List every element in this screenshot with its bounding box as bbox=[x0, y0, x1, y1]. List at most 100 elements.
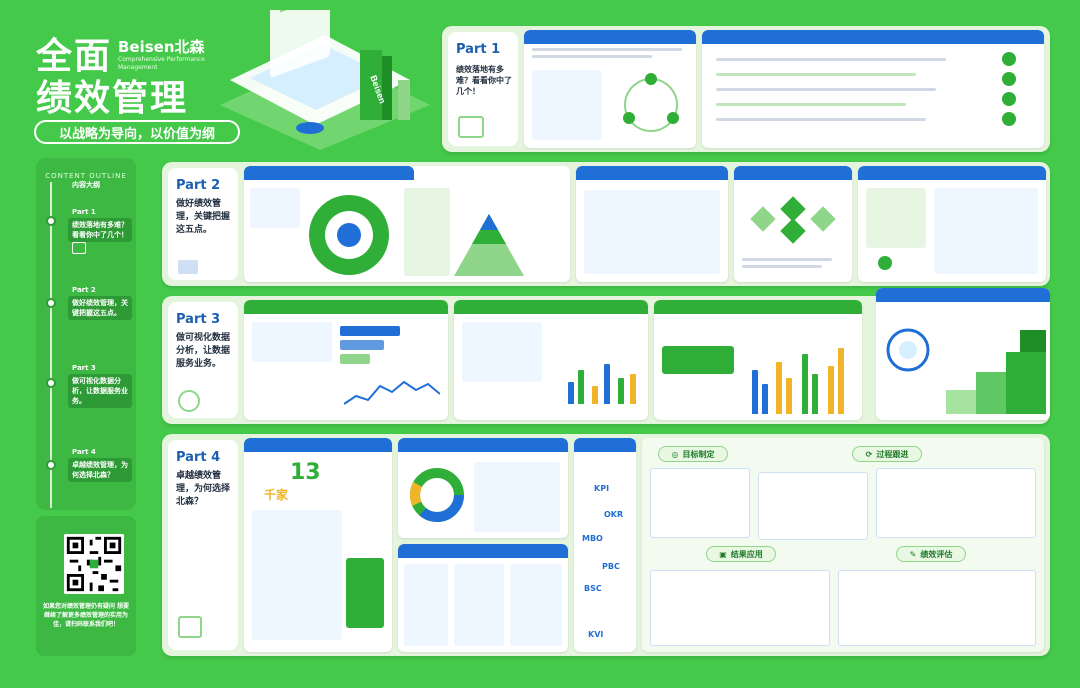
part-4-card-scenario bbox=[398, 438, 568, 538]
module-label: 过程跟进 bbox=[876, 449, 909, 459]
outline-item-2[interactable]: 做好绩效管理，关键把握这五点。 bbox=[68, 296, 132, 320]
outline-part-3[interactable]: Part 3 bbox=[72, 364, 96, 372]
module-label: 结果应用 bbox=[730, 549, 763, 559]
part-2-card-process bbox=[734, 166, 852, 282]
mini-bars bbox=[564, 356, 642, 404]
part-4-label: Part 4 bbox=[176, 450, 221, 465]
outline-item-4[interactable]: 卓越绩效管理，为何选择北森？ bbox=[68, 458, 132, 482]
method-kpi: KPI bbox=[594, 484, 610, 493]
card-header bbox=[654, 300, 862, 314]
target-icon: ◎ bbox=[671, 449, 679, 459]
screenshot-tracking bbox=[876, 468, 1036, 538]
screenshot-goal-2 bbox=[758, 472, 868, 540]
timeline-dot bbox=[46, 216, 56, 226]
page-title-line2: 绩效管理 bbox=[36, 78, 189, 119]
module-result-application[interactable]: ▣ 结果应用 bbox=[706, 546, 776, 562]
method-mbo: MBO bbox=[582, 534, 603, 543]
part-2-label: Part 2 bbox=[176, 178, 221, 193]
part-3-card-1 bbox=[244, 300, 448, 420]
stairs-diagram bbox=[946, 330, 1046, 414]
card-header bbox=[244, 438, 392, 452]
part-2-desc: 做好绩效管理，关键把握这五点。 bbox=[176, 199, 231, 235]
outline-part-2[interactable]: Part 2 bbox=[72, 286, 96, 294]
content-outline: CONTENT OUTLINE 内容大纲 Part 1 绩效落地有多难？看看你中… bbox=[36, 158, 136, 510]
cycle-icon bbox=[886, 328, 930, 372]
timeline-dot bbox=[46, 378, 56, 388]
part-3-card-people bbox=[654, 300, 862, 420]
slogan: 以战略为导向，以价值为纲 bbox=[34, 120, 240, 144]
module-process-tracking[interactable]: ⟳ 过程跟进 bbox=[852, 446, 922, 462]
part-4-tab[interactable]: Part 4 卓越绩效管理，为何选择北森？ bbox=[168, 440, 238, 650]
card-header bbox=[244, 166, 414, 180]
part-4-panel: Part 4 卓越绩效管理，为何选择北森？ 13 千家 KPI OKR MBO … bbox=[162, 434, 1050, 656]
module-performance-evaluation[interactable]: ✎ 绩效评估 bbox=[896, 546, 966, 562]
card-header bbox=[876, 288, 1050, 302]
part-4-card-modules: ◎ 目标制定 ⟳ 过程跟进 ▣ 结果应用 ✎ 绩效评估 bbox=[642, 438, 1044, 652]
part-1-desc: 绩效落地有多难？看看你中了几个！ bbox=[456, 65, 512, 96]
timeline-line bbox=[50, 182, 52, 508]
part-3-label: Part 3 bbox=[176, 312, 221, 327]
screenshot-goal bbox=[650, 468, 750, 538]
line-chart bbox=[344, 380, 440, 405]
bar-chart bbox=[748, 340, 852, 414]
timeline-dot bbox=[46, 460, 56, 470]
donut-chart bbox=[410, 468, 464, 522]
module-label: 目标制定 bbox=[682, 449, 715, 459]
card-header bbox=[734, 166, 852, 180]
highlight-text: 千家 bbox=[264, 488, 289, 502]
part-2-card-evaluate bbox=[858, 166, 1046, 282]
years-number: 13 bbox=[290, 460, 321, 485]
beisen-logo-icon bbox=[178, 616, 202, 638]
method-okr: OKR bbox=[604, 510, 624, 519]
wheel-diagram bbox=[309, 195, 389, 275]
check-icon bbox=[878, 256, 892, 270]
part-4-desc: 卓越绩效管理，为何选择北森？ bbox=[176, 471, 231, 507]
outline-icon-1 bbox=[72, 242, 86, 254]
outline-title: CONTENT OUTLINE 内容大纲 bbox=[36, 172, 136, 190]
outline-part-1[interactable]: Part 1 bbox=[72, 208, 96, 216]
card-header bbox=[574, 438, 636, 452]
part-2-tab[interactable]: Part 2 做好绩效管理，关键把握这五点。 bbox=[168, 168, 238, 280]
module-goal-setting[interactable]: ◎ 目标制定 bbox=[658, 446, 728, 462]
issue-icons bbox=[1002, 52, 1032, 144]
timeline-dot bbox=[46, 298, 56, 308]
part-3-card-2 bbox=[454, 300, 648, 420]
cycle-diagram bbox=[623, 73, 679, 132]
method-kvi: KVI bbox=[588, 630, 604, 639]
part-3-tab[interactable]: Part 3 做可视化数据分析，让数据服务业务。 bbox=[168, 302, 238, 418]
track-icon: ⟳ bbox=[865, 449, 873, 459]
module-label: 绩效评估 bbox=[920, 549, 953, 559]
outline-title-zh: 内容大纲 bbox=[72, 181, 100, 189]
pyramid-diagram bbox=[454, 214, 524, 276]
qr-section: 如果您对绩效管理仍有疑问 想要继续了解更多绩效管理的实用为佳，请扫码联系我们吧！ bbox=[36, 516, 136, 656]
page-title-line1: 全面 bbox=[36, 36, 113, 77]
brand-subtitle: Comprehensive Performance Management bbox=[118, 56, 205, 71]
part-1-card-2 bbox=[702, 30, 1044, 148]
evaluate-icon: ✎ bbox=[909, 549, 917, 559]
result-icon: ▣ bbox=[719, 549, 727, 559]
card-header bbox=[702, 30, 1044, 44]
part-4-card-methods: KPI OKR MBO PBC BSC KVI bbox=[574, 438, 636, 652]
method-bsc: BSC bbox=[584, 584, 602, 593]
part-3-panel: Part 3 做可视化数据分析，让数据服务业务。 bbox=[162, 288, 1050, 424]
brand-logo: Beisen北森 bbox=[118, 38, 205, 56]
document-icon bbox=[178, 260, 198, 274]
card-header bbox=[398, 438, 568, 452]
part-4-card-history: 13 千家 bbox=[244, 438, 392, 652]
outline-item-1[interactable]: 绩效落地有多难？看看你中了几个！ bbox=[68, 218, 132, 242]
issue-list bbox=[708, 48, 958, 144]
part-1-card-1 bbox=[524, 30, 696, 148]
qr-caption: 如果您对绩效管理仍有疑问 想要继续了解更多绩效管理的实用为佳，请扫码联系我们吧！ bbox=[42, 603, 130, 628]
outline-part-4[interactable]: Part 4 bbox=[72, 448, 96, 456]
outline-item-3[interactable]: 做可视化数据分析，让数据服务业务。 bbox=[68, 374, 132, 408]
outline-title-en: CONTENT OUTLINE bbox=[45, 172, 127, 180]
part-2-card-align bbox=[576, 166, 728, 282]
part-1-panel: Part 1 绩效落地有多难？看看你中了几个！ bbox=[442, 26, 1050, 152]
building-icon bbox=[458, 116, 484, 138]
qr-code[interactable] bbox=[64, 534, 124, 594]
part-1-tab[interactable]: Part 1 绩效落地有多难？看看你中了几个！ bbox=[448, 32, 518, 146]
screenshot-evaluation bbox=[838, 570, 1036, 646]
part-2-panel: Part 2 做好绩效管理，关键把握这五点。 bbox=[162, 162, 1050, 286]
diamond-diagram bbox=[750, 196, 836, 244]
screenshot-result bbox=[650, 570, 830, 646]
